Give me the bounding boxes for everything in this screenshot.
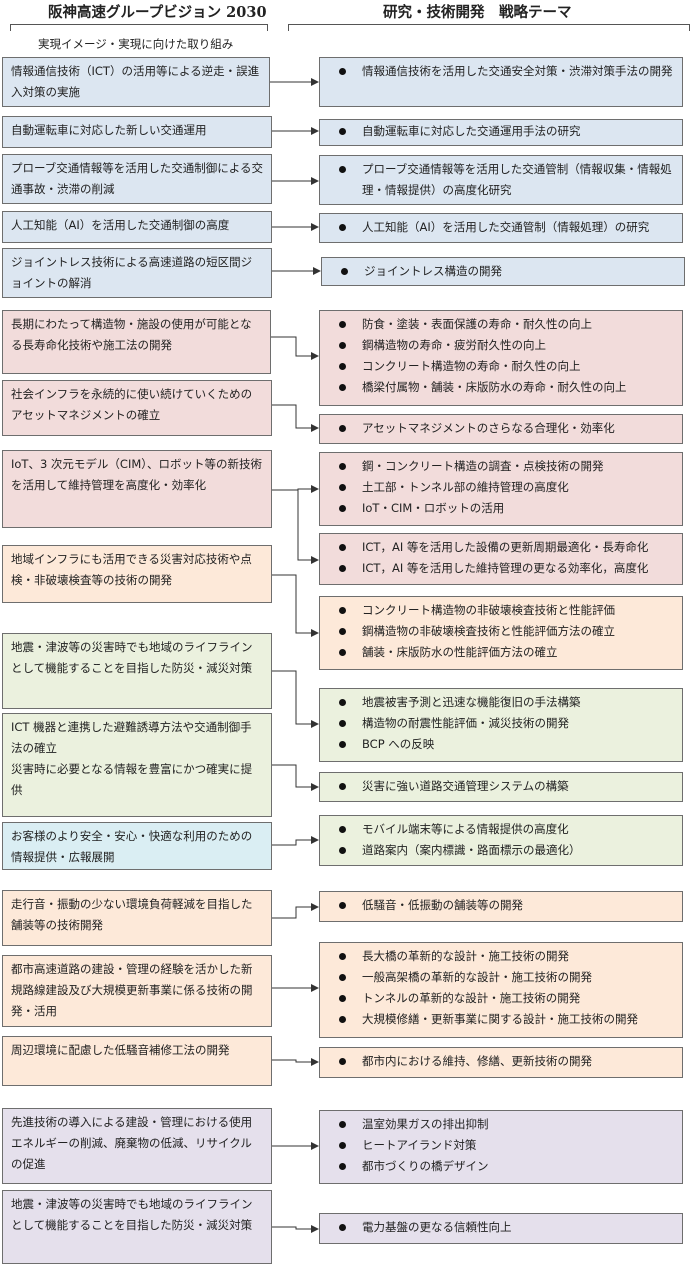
- theme-item: アセットマネジメントのさらなる合理化・効率化: [328, 418, 674, 439]
- theme-item: 災害に強い道路交通管理システムの構築: [328, 776, 674, 797]
- vision-text: お客様のより安全・安心・快適な利用のための情報提供・広報展開: [11, 829, 253, 864]
- theme-box-4: 人工知能（AI）を活用した交通管制（情報処理）の研究: [319, 213, 683, 243]
- theme-box-10: コンクリート構造物の非破壊検査技術と性能評価 鋼構造物の非破壊検査技術と性能評価…: [319, 596, 683, 670]
- theme-item: プローブ交通情報等を活用した交通管制（情報収集・情報処理・情報提供）の高度化研究: [328, 159, 674, 201]
- theme-item: 構造物の耐震性能評価・減災技術の開発: [328, 713, 674, 734]
- theme-item: 舗装・床版防水の性能評価方法の確立: [328, 642, 674, 663]
- vision-text-2: 災害時に必要となる情報を豊富にかつ確実に提供: [11, 762, 253, 797]
- theme-box-17: 温室効果ガスの排出抑制 ヒートアイランド対策 都市づくりの橋デザイン: [319, 1110, 683, 1184]
- vision-box-15: 周辺環境に配慮した低騒音補修工法の開発: [2, 1036, 272, 1086]
- vision-box-6: 長期にわたって構造物・施設の使用が可能となる長寿命化技術や施工法の開発: [2, 310, 271, 374]
- vision-text: 地震・津波等の災害時でも地域のライフラインとして機能することを目指した防災・減災…: [11, 640, 253, 675]
- theme-item: 鋼構造物の非破壊検査技術と性能評価方法の確立: [328, 621, 674, 642]
- vision-box-17: 地震・津波等の災害時でも地域のライフラインとして機能することを目指した防災・減災…: [2, 1190, 272, 1264]
- vision-box-13: 走行音・振動の少ない環境負荷軽減を目指した舗装等の技術開発: [2, 890, 272, 946]
- theme-item: 鋼・コンクリート構造の調査・点検技術の開発: [328, 456, 674, 477]
- vision-text: 人工知能（AI）を活用した交通制御の高度: [11, 218, 230, 232]
- theme-item: モバイル端末等による情報提供の高度化: [328, 819, 674, 840]
- theme-item: 一般高架橋の革新的な設計・施工技術の開発: [328, 967, 674, 988]
- vision-text: 情報通信技術（ICT）の活用等による逆走・誤進入対策の実施: [11, 64, 260, 99]
- theme-box-9: ICT，AI 等を活用した設備の更新周期最適化・長寿命化 ICT，AI 等を活用…: [319, 533, 683, 585]
- theme-item: ICT，AI 等を活用した設備の更新周期最適化・長寿命化: [328, 537, 674, 558]
- vision-box-2: 自動運転車に対応した新しい交通運用: [2, 116, 272, 148]
- theme-box-7: アセットマネジメントのさらなる合理化・効率化: [319, 414, 683, 444]
- theme-item: 道路案内（案内標識・路面標示の最適化）: [328, 840, 674, 861]
- vision-text: プローブ交通情報等を活用した交通制御による交通事故・渋滞の削減: [11, 161, 263, 196]
- theme-box-13: モバイル端末等による情報提供の高度化 道路案内（案内標識・路面標示の最適化）: [319, 815, 683, 866]
- vision-box-5: ジョイントレス技術による高速道路の短区間ジョイントの解消: [2, 248, 272, 298]
- left-header-bracket: [10, 24, 268, 31]
- vision-text: 都市高速道路の建設・管理の経験を活かした新規路線建設及び大規模更新事業に係る技術…: [11, 962, 253, 1018]
- vision-box-10: 地震・津波等の災害時でも地域のライフラインとして機能することを目指した防災・減災…: [2, 633, 272, 709]
- vision-text: ICT 機器と連携した避難誘導方法や交通制御手法の確立: [11, 720, 252, 755]
- theme-item: IoT・CIM・ロボットの活用: [328, 498, 674, 519]
- vision-box-14: 都市高速道路の建設・管理の経験を活かした新規路線建設及び大規模更新事業に係る技術…: [2, 955, 272, 1027]
- vision-box-4: 人工知能（AI）を活用した交通制御の高度: [2, 211, 272, 243]
- theme-item: 橋梁付属物・舗装・床版防水の寿命・耐久性の向上: [328, 377, 674, 398]
- theme-box-12: 災害に強い道路交通管理システムの構築: [319, 772, 683, 802]
- theme-item: 情報通信技術を活用した交通安全対策・渋滞対策手法の開発: [328, 61, 674, 82]
- vision-box-9: 地域インフラにも活用できる災害対応技術や点検・非破壊検査等の技術の開発: [2, 545, 272, 603]
- theme-box-11: 地震被害予測と迅速な機能復旧の手法構築 構造物の耐震性能評価・減災技術の開発 B…: [319, 688, 683, 762]
- theme-item: ヒートアイランド対策: [328, 1135, 674, 1156]
- vision-box-16: 先進技術の導入による建設・管理における使用エネルギーの削減、廃棄物の低減、リサイ…: [2, 1108, 272, 1184]
- right-header-bracket: [288, 24, 690, 31]
- theme-item: 低騒音・低振動の舗装等の開発: [328, 895, 674, 916]
- vision-text: 地域インフラにも活用できる災害対応技術や点検・非破壊検査等の技術の開発: [11, 552, 252, 587]
- vision-box-12: お客様のより安全・安心・快適な利用のための情報提供・広報展開: [2, 822, 272, 870]
- vision-text: IoT、3 次元モデル（CIM）、ロボット等の新技術を活用して維持管理を高度化・…: [11, 457, 263, 492]
- vision-text: ジョイントレス技術による高速道路の短区間ジョイントの解消: [11, 255, 253, 290]
- vision-box-11: ICT 機器と連携した避難誘導方法や交通制御手法の確立災害時に必要となる情報を豊…: [2, 713, 272, 817]
- theme-item: 自動運転車に対応した交通運用手法の研究: [328, 121, 674, 142]
- theme-box-16: 都市内における維持、修繕、更新技術の開発: [319, 1047, 683, 1078]
- left-header-title: 阪神高速グループビジョン 2030: [48, 4, 267, 21]
- theme-box-14: 低騒音・低振動の舗装等の開発: [319, 891, 683, 922]
- vision-box-1: 情報通信技術（ICT）の活用等による逆走・誤進入対策の実施: [2, 57, 270, 107]
- theme-item: トンネルの革新的な設計・施工技術の開発: [328, 988, 674, 1009]
- theme-item: 都市内における維持、修繕、更新技術の開発: [328, 1051, 674, 1072]
- theme-box-2: 自動運転車に対応した交通運用手法の研究: [319, 119, 683, 146]
- vision-text: 社会インフラを永続的に使い続けていくためのアセットマネジメントの確立: [11, 387, 253, 422]
- theme-item: コンクリート構造物の非破壊検査技術と性能評価: [328, 600, 674, 621]
- theme-item: 長大橋の革新的な設計・施工技術の開発: [328, 946, 674, 967]
- vision-text: 自動運転車に対応した新しい交通運用: [11, 123, 207, 137]
- theme-item: BCP への反映: [328, 734, 674, 755]
- theme-box-18: 電力基盤の更なる信頼性向上: [319, 1213, 683, 1244]
- vision-box-7: 社会インフラを永続的に使い続けていくためのアセットマネジメントの確立: [2, 380, 272, 436]
- vision-box-3: プローブ交通情報等を活用した交通制御による交通事故・渋滞の削減: [2, 154, 272, 204]
- theme-box-5: ジョイントレス構造の開発: [321, 257, 685, 286]
- theme-box-8: 鋼・コンクリート構造の調査・点検技術の開発 土工部・トンネル部の維持管理の高度化…: [319, 452, 683, 526]
- vision-text: 走行音・振動の少ない環境負荷軽減を目指した舗装等の技術開発: [11, 897, 253, 932]
- vision-text: 長期にわたって構造物・施設の使用が可能となる長寿命化技術や施工法の開発: [11, 317, 252, 352]
- theme-item: ICT，AI 等を活用した維持管理の更なる効率化，高度化: [328, 558, 674, 579]
- theme-box-3: プローブ交通情報等を活用した交通管制（情報収集・情報処理・情報提供）の高度化研究: [319, 155, 683, 205]
- theme-item: 鋼構造物の寿命・疲労耐久性の向上: [328, 335, 674, 356]
- right-header-title: 研究・技術開発 戦略テーマ: [383, 4, 572, 21]
- theme-box-1: 情報通信技術を活用した交通安全対策・渋滞対策手法の開発: [319, 57, 683, 107]
- theme-item: 地震被害予測と迅速な機能復旧の手法構築: [328, 692, 674, 713]
- theme-box-6: 防食・塗装・表面保護の寿命・耐久性の向上 鋼構造物の寿命・疲労耐久性の向上 コン…: [319, 310, 683, 406]
- theme-item: 温室効果ガスの排出抑制: [328, 1114, 674, 1135]
- theme-item: ジョイントレス構造の開発: [330, 261, 676, 282]
- theme-item: 大規模修繕・更新事業に関する設計・施工技術の開発: [328, 1009, 674, 1030]
- theme-item: 都市づくりの橋デザイン: [328, 1156, 674, 1177]
- theme-item: 人工知能（AI）を活用した交通管制（情報処理）の研究: [328, 217, 674, 238]
- theme-box-15: 長大橋の革新的な設計・施工技術の開発 一般高架橋の革新的な設計・施工技術の開発 …: [319, 942, 683, 1038]
- theme-item: 土工部・トンネル部の維持管理の高度化: [328, 477, 674, 498]
- theme-item: 防食・塗装・表面保護の寿命・耐久性の向上: [328, 314, 674, 335]
- vision-text: 地震・津波等の災害時でも地域のライフラインとして機能することを目指した防災・減災…: [11, 1197, 253, 1232]
- theme-item: コンクリート構造物の寿命・耐久性の向上: [328, 356, 674, 377]
- theme-item: 電力基盤の更なる信頼性向上: [328, 1217, 674, 1238]
- left-header-subtitle: 実現イメージ・実現に向けた取り組み: [38, 37, 234, 51]
- vision-text: 先進技術の導入による建設・管理における使用エネルギーの削減、廃棄物の低減、リサイ…: [11, 1115, 253, 1171]
- vision-text: 周辺環境に配慮した低騒音補修工法の開発: [11, 1043, 230, 1057]
- vision-box-8: IoT、3 次元モデル（CIM）、ロボット等の新技術を活用して維持管理を高度化・…: [2, 450, 272, 528]
